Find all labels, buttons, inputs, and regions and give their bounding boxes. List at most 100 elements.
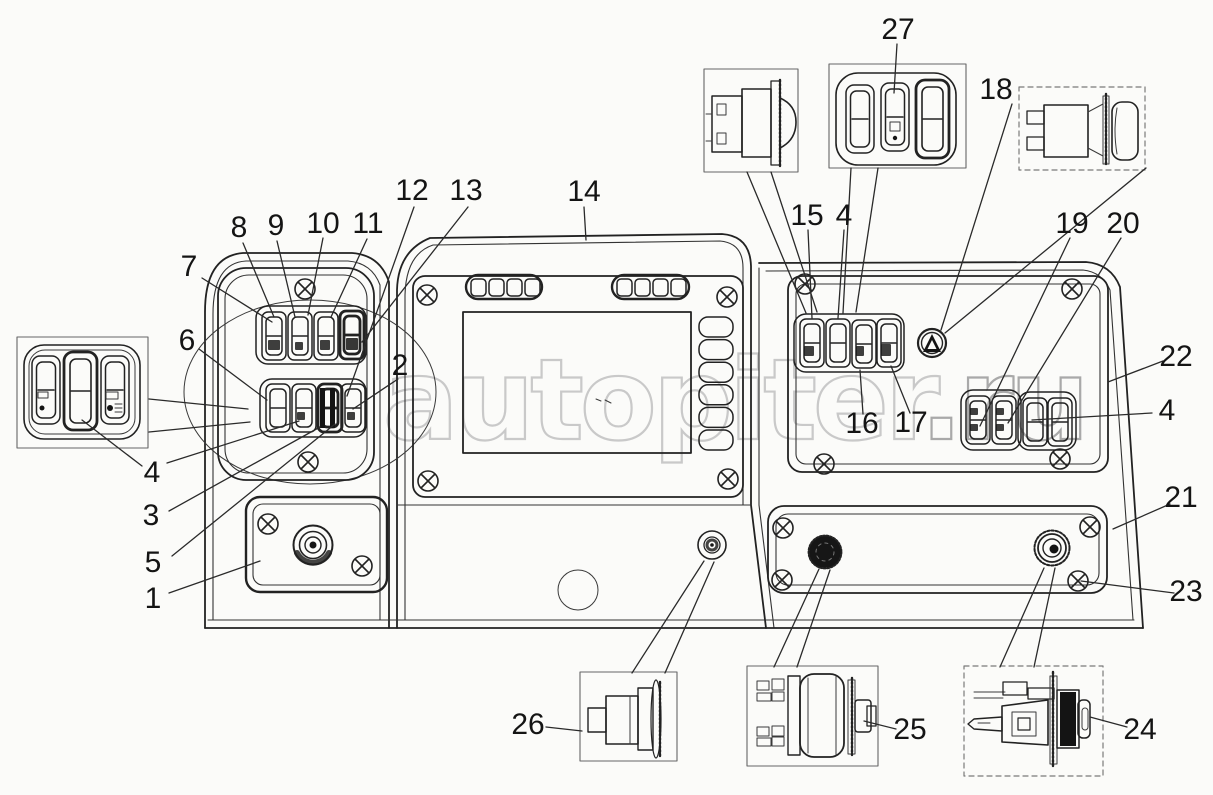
right-switch-panel: [787, 275, 1109, 473]
switch-row-bottom: [259, 378, 367, 438]
switch: [340, 383, 366, 433]
switch-pair-left: [960, 389, 1022, 451]
indicator-lamp: [524, 278, 541, 297]
callout-22[interactable]: 22: [1159, 340, 1193, 373]
switch-glyph: [346, 338, 358, 350]
switch: [1047, 397, 1073, 447]
switch-glyph: [330, 388, 335, 428]
callout-26[interactable]: 26: [511, 708, 545, 741]
indicator-lamp: [652, 278, 669, 297]
screw-icon: [351, 555, 373, 577]
screw-icon: [1079, 516, 1101, 538]
callout-14[interactable]: 14: [567, 175, 601, 208]
switch-glyph: [881, 344, 891, 356]
callout-27[interactable]: 27: [881, 13, 915, 46]
switch-wiper: [261, 311, 287, 361]
callout-16[interactable]: 16: [845, 407, 879, 440]
callout-21[interactable]: 21: [1164, 481, 1198, 514]
callout-13[interactable]: 13: [449, 174, 483, 207]
callout-4a[interactable]: 4: [835, 199, 853, 232]
switch: [799, 318, 825, 368]
lower-right-panel: [767, 505, 1108, 594]
switch: [1022, 397, 1048, 447]
blank-hole: [557, 569, 599, 611]
screws: [257, 273, 1101, 592]
switch-selected: [62, 350, 99, 432]
callout-15[interactable]: 15: [790, 199, 824, 232]
callout-4b[interactable]: 4: [1158, 394, 1176, 427]
instrument-cluster: [412, 273, 744, 498]
indicator-lamp: [634, 278, 651, 297]
key-blade: [967, 716, 1003, 732]
ignition-panel: [244, 495, 389, 594]
callout-11[interactable]: 11: [352, 207, 384, 240]
switch-glyph: [970, 408, 978, 415]
inset-pushbutton-side: [1018, 86, 1146, 171]
buzzer-button: [697, 530, 727, 560]
center-lower-area: [557, 530, 727, 611]
dashboard-outline: [183, 233, 1144, 629]
switch-glyph: [970, 424, 978, 431]
callout-18[interactable]: 18: [979, 73, 1013, 106]
callout-4c[interactable]: 4: [143, 456, 161, 489]
callout-9[interactable]: 9: [267, 209, 285, 242]
indicator-lamp: [670, 278, 687, 297]
indicator-strip-left: [464, 273, 544, 301]
switch: [313, 311, 339, 361]
screw-icon: [1049, 448, 1071, 470]
callout-17[interactable]: 17: [894, 406, 928, 439]
callout-3[interactable]: 3: [142, 499, 160, 532]
switch: [851, 319, 877, 369]
callout-2[interactable]: 2: [391, 349, 409, 382]
switch: [825, 318, 851, 368]
screw-icon: [1061, 278, 1083, 300]
screw-icon: [771, 569, 793, 591]
switch: [287, 311, 313, 361]
switch-glyph: [37, 391, 49, 399]
callout-6[interactable]: 6: [178, 324, 196, 357]
switch-wiper: [31, 355, 61, 425]
callout-7[interactable]: 7: [180, 250, 198, 283]
inset-buzzer: [579, 671, 678, 762]
switch-washer: [880, 82, 910, 152]
callout-25[interactable]: 25: [893, 713, 927, 746]
inset-switch-left: [16, 336, 149, 449]
callout-19[interactable]: 19: [1055, 207, 1089, 240]
callout-20[interactable]: 20: [1106, 207, 1140, 240]
switch-glyph: [105, 391, 119, 400]
switch-glyph: [996, 424, 1004, 431]
inset-switch-side-view: [703, 68, 799, 173]
inset-ignition-switch: [963, 665, 1104, 777]
switch-glyph: [295, 342, 303, 350]
callout-12[interactable]: 12: [395, 174, 429, 207]
switch: [965, 395, 991, 445]
inset-reference-circle: [183, 299, 437, 485]
callout-24[interactable]: 24: [1123, 713, 1157, 746]
button-cap: [1111, 101, 1139, 161]
callout-1[interactable]: 1: [144, 582, 162, 615]
rocker-cap: [779, 97, 797, 149]
switch-glyph: [268, 340, 280, 350]
callout-8[interactable]: 8: [230, 211, 248, 244]
switch: [291, 383, 317, 433]
indicator-lamp: [470, 278, 487, 297]
screw-icon: [417, 470, 439, 492]
switch-glyph: [107, 405, 113, 411]
callout-5[interactable]: 5: [144, 546, 162, 579]
switch-pair-right: [1017, 391, 1077, 451]
left-switch-panel: [217, 267, 375, 481]
indicator-lamp: [506, 278, 523, 297]
screw-icon: [297, 451, 319, 473]
callout-10[interactable]: 10: [306, 207, 340, 240]
switch-row: [793, 313, 905, 373]
switch-glyph: [996, 408, 1004, 415]
hazard-button: [916, 327, 948, 359]
switch: [991, 395, 1017, 445]
switch-glyph: [39, 405, 45, 411]
screw-icon: [717, 468, 739, 490]
screw-icon: [257, 513, 279, 535]
callout-23[interactable]: 23: [1169, 575, 1203, 608]
switch: [876, 318, 902, 368]
